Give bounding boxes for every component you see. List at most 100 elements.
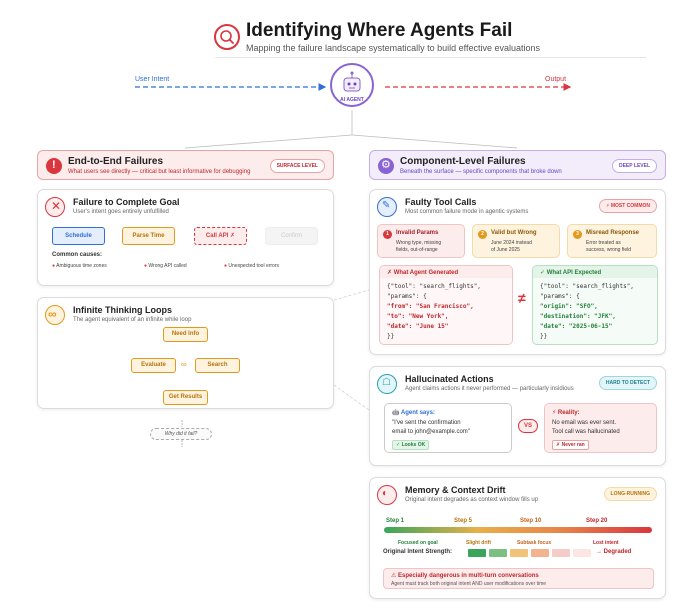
api-expected-title: ✓ What API Expected xyxy=(540,270,602,276)
end-to-end-subtitle: What users see directly — critical but l… xyxy=(68,169,251,175)
header-divider xyxy=(215,57,646,58)
cause-item: ● Unexpected tool errors xyxy=(224,263,280,269)
brain-icon: ◐ xyxy=(377,485,397,505)
ai-agent-label: AI AGENT xyxy=(340,97,364,103)
stage-label: Subtask focus xyxy=(517,540,552,546)
agent-says-line: "I've sent the confirmation xyxy=(392,420,461,426)
loop-node-evaluate: Evaluate xyxy=(131,358,176,373)
hallucinated-card: ☖ Hallucinated Actions Agent claims acti… xyxy=(369,366,666,466)
reality-box: ⚡ Reality: No email was ever sent. Tool … xyxy=(544,403,657,453)
type-desc: June 2024 instead xyxy=(491,240,532,246)
code-line: "params": { xyxy=(387,293,427,300)
step-schedule: Schedule xyxy=(52,227,105,245)
drift-progress-bar xyxy=(384,527,652,533)
tool-calls-card: ✎ Faulty Tool Calls Most common failure … xyxy=(369,189,666,355)
code-line: "destination": "JFK", xyxy=(540,313,616,320)
why-did-it-fail-note: Why did it fail? xyxy=(150,428,212,440)
agent-says-box: 🤖 Agent says: "I've sent the confirmatio… xyxy=(384,403,512,453)
code-line: "date": "June 15" xyxy=(387,323,449,330)
strength-bar xyxy=(531,549,549,557)
code-line: "origin": "SFO", xyxy=(540,303,598,310)
type-title: Invalid Params xyxy=(396,230,439,236)
output-label: Output xyxy=(545,76,567,83)
ai-agent-node xyxy=(330,63,374,107)
code-line: {"tool": "search_flights", xyxy=(387,283,481,290)
end-to-end-banner: ! End-to-End Failures What users see dir… xyxy=(37,150,334,180)
step-parse-time: Parse Time xyxy=(122,227,175,245)
causes-label: Common causes: xyxy=(52,252,103,258)
end-to-end-title: End-to-End Failures xyxy=(68,156,163,167)
step-label: Step 5 xyxy=(454,518,473,524)
memory-drift-card: ◐ Memory & Context Drift Original intent… xyxy=(369,477,666,599)
step-label: Step 10 xyxy=(520,518,542,524)
step-label: Step 1 xyxy=(386,518,405,524)
hard-to-detect-badge: HARD TO DETECT xyxy=(598,376,657,390)
not-equal-symbol: ≠ xyxy=(518,290,526,306)
code-line: "to": "New York", xyxy=(387,313,449,320)
gear-icon: ⚙ xyxy=(378,158,394,174)
reality-label: ⚡ Reality: xyxy=(552,410,580,416)
strength-bar xyxy=(489,549,507,557)
number-badge: 1 xyxy=(383,230,392,239)
loop-infinity-symbol: ∞ xyxy=(181,360,187,369)
search-alert-icon xyxy=(214,24,240,50)
step-confirm: Confirm xyxy=(265,227,318,245)
code-line: }} xyxy=(540,333,548,340)
code-line: {"tool": "search_flights", xyxy=(540,283,634,290)
goal-failure-card: ✕ Failure to Complete Goal User's intent… xyxy=(37,189,334,286)
type-desc: of June 2025 xyxy=(491,247,520,253)
tool-calls-title: Faulty Tool Calls xyxy=(405,197,477,207)
cause-item: ● Ambiguous time zones xyxy=(52,263,107,269)
code-line: "from": "San Francisco", xyxy=(387,303,474,310)
page-title: Identifying Where Agents Fail xyxy=(246,20,513,41)
expected-code-lines: {"tool": "search_flights", "params": { "or… xyxy=(540,282,634,342)
goal-failure-title: Failure to Complete Goal xyxy=(73,197,180,207)
component-level-banner: ⚙ Component-Level Failures Beneath the s… xyxy=(369,150,666,180)
agent-says-line: email to john@example.com" xyxy=(392,429,470,435)
agent-says-label: 🤖 Agent says: xyxy=(392,410,435,416)
code-line: "date": "2025-06-15" xyxy=(540,323,613,330)
component-level-title: Component-Level Failures xyxy=(400,156,526,167)
code-line: "params": { xyxy=(540,293,580,300)
user-intent-label: User Intent xyxy=(135,76,170,83)
type-invalid-params: 1 Invalid Params Wrong type, missing fie… xyxy=(377,224,465,258)
reality-line: Tool call was hallucinated xyxy=(552,429,620,435)
page-subtitle: Mapping the failure landscape systematic… xyxy=(246,43,541,53)
step-label: Step 20 xyxy=(586,518,608,524)
hallucinated-title: Hallucinated Actions xyxy=(405,374,494,384)
warning-title: ⚠ Especially dangerous in multi-turn con… xyxy=(391,573,539,579)
robot-icon xyxy=(343,71,361,92)
warning-subtitle: Agent must track both original intent AN… xyxy=(391,581,547,587)
x-circle-icon: ✕ xyxy=(45,197,65,217)
loop-node-need-info: Need Info xyxy=(163,327,208,342)
strength-bar xyxy=(573,549,591,557)
alert-icon: ! xyxy=(46,158,62,174)
type-misread-response: 3 Misread Response Error treated as succ… xyxy=(567,224,657,258)
cause-item: ● Wrong API called xyxy=(144,263,187,269)
vs-badge: VS xyxy=(518,419,538,433)
wrench-icon: ✎ xyxy=(377,197,397,217)
never-ran-tag: ✗ Never ran xyxy=(552,440,589,450)
stage-label: Focused on goal xyxy=(398,540,438,546)
generated-code-lines: {"tool": "search_flights", "params": { "fr… xyxy=(387,282,481,342)
component-level-subtitle: Beneath the surface — specific component… xyxy=(400,169,562,175)
looks-ok-tag: ✓ Looks OK xyxy=(392,440,430,450)
agent-generated-title: ✗ What Agent Generated xyxy=(387,270,459,276)
tool-calls-subtitle: Most common failure mode in agentic syst… xyxy=(405,209,529,215)
intent-strength-label: Original Intent Strength: xyxy=(383,549,452,555)
deep-level-badge: DEEP LEVEL xyxy=(611,159,657,173)
loop-subtitle: The agent equivalent of an infinite whil… xyxy=(73,317,192,323)
loop-title: Infinite Thinking Loops xyxy=(73,305,172,315)
agent-generated-code: ✗ What Agent Generated {"tool": "search_… xyxy=(379,265,513,345)
type-valid-but-wrong: 2 Valid but Wrong June 2024 instead of J… xyxy=(472,224,560,258)
api-expected-code: ✓ What API Expected {"tool": "search_fli… xyxy=(532,265,658,345)
warning-box: ⚠ Especially dangerous in multi-turn con… xyxy=(383,568,654,589)
reality-line: No email was ever sent. xyxy=(552,420,617,426)
loop-node-get-results: Get Results xyxy=(163,390,208,405)
strength-bar xyxy=(510,549,528,557)
number-badge: 3 xyxy=(573,230,582,239)
stage-label: Lost intent xyxy=(593,540,619,546)
memory-drift-title: Memory & Context Drift xyxy=(405,485,506,495)
memory-drift-subtitle: Original intent degrades as context wind… xyxy=(405,497,539,503)
type-desc: success, wrong field xyxy=(586,247,632,253)
